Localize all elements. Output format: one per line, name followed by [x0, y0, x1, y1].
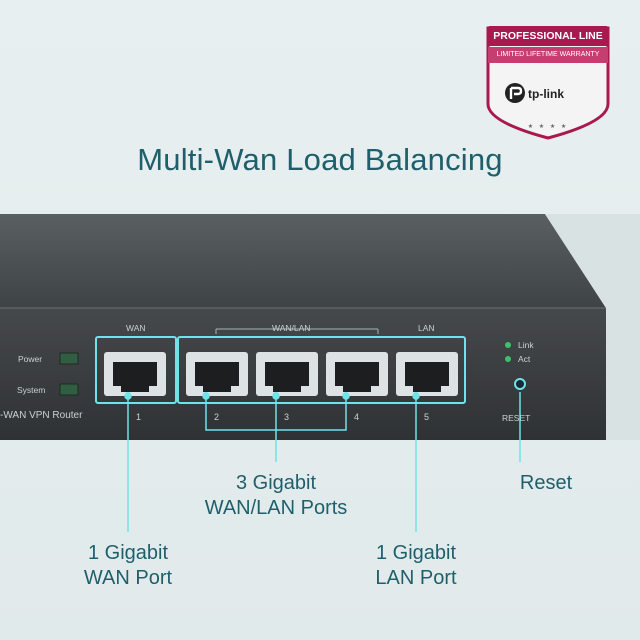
callout-reset: Reset [519, 472, 573, 494]
badge-stars: ★ ★ ★ ★ [527, 124, 569, 130]
tp-link-logo-icon [505, 83, 525, 103]
model-label: -WAN VPN Router [0, 410, 83, 421]
port-number-5: 5 [424, 412, 430, 422]
port-number-2: 2 [214, 412, 220, 422]
port-number-1: 1 [136, 412, 142, 422]
callout-wan-line2: WAN Port [83, 567, 173, 589]
group-label-wanlan: WAN/LAN [272, 323, 311, 333]
led-system-label: System [17, 385, 46, 395]
port-number-4: 4 [354, 412, 360, 422]
ethernet-ports [104, 352, 458, 398]
act-label: Act [518, 354, 531, 364]
page-headline: Multi-Wan Load Balancing [137, 142, 503, 177]
port-1-icon [104, 352, 166, 398]
callout-wanlan: 3 Gigabit WAN/LAN Ports [176, 471, 376, 521]
port-number-3: 3 [284, 412, 290, 422]
port-4-icon [326, 352, 388, 398]
port-5-icon [396, 352, 458, 398]
badge-professional-line: PROFESSIONAL LINE [488, 26, 608, 46]
callout-wan: 1 Gigabit WAN Port [48, 541, 208, 591]
callout-lan-line1: 1 Gigabit [375, 542, 457, 564]
callout-wan-line1: 1 Gigabit [87, 542, 169, 564]
group-label-lan: LAN [418, 323, 435, 333]
link-label: Link [518, 340, 534, 350]
callout-lan-line2: LAN Port [375, 567, 457, 589]
callout-lan: 1 Gigabit LAN Port [334, 541, 498, 591]
callout-wanlan-line2: WAN/LAN Ports [204, 497, 348, 519]
reset-label: RESET [502, 413, 531, 423]
warranty-badge: PROFESSIONAL LINE LIMITED LIFETIME WARRA… [486, 26, 610, 140]
group-label-wan: WAN [126, 323, 146, 333]
badge-brand: tp-link [528, 87, 564, 101]
badge-warranty-text: LIMITED LIFETIME WARRANTY [488, 47, 608, 63]
router-body [0, 214, 640, 440]
led-power-label: Power [18, 354, 43, 364]
callout-wanlan-line1: 3 Gigabit [235, 472, 317, 494]
router-device: Power System -WAN VPN Router WAN WAN/LAN… [0, 210, 640, 450]
